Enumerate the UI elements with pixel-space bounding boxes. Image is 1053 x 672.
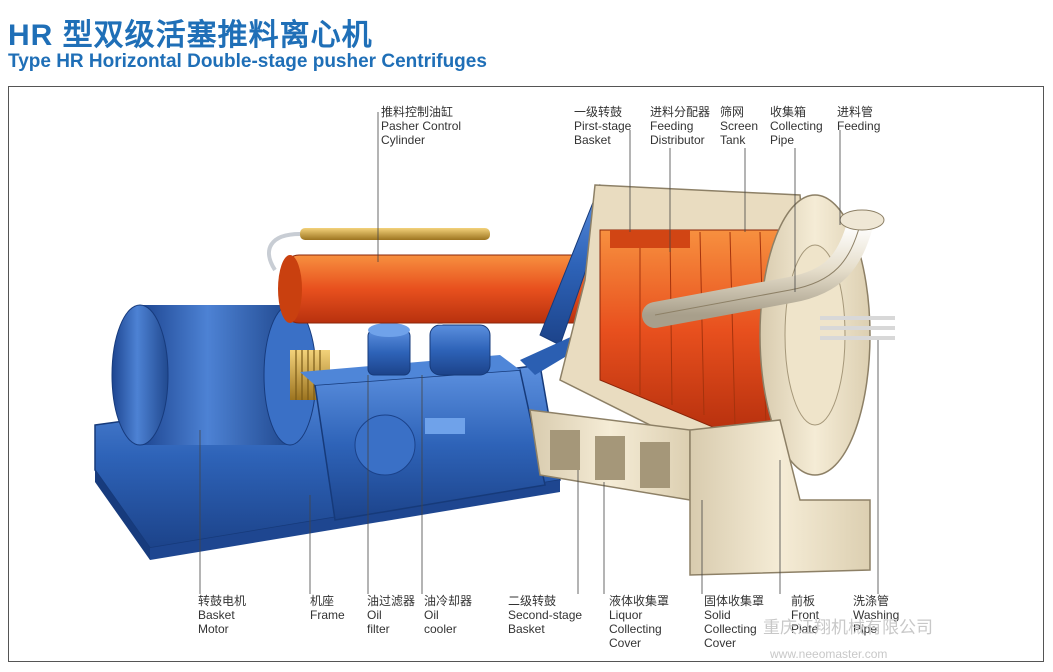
label-feeding-distributor: 进料分配器 Feeding Distributor — [650, 105, 711, 147]
washing-pipe — [820, 316, 895, 340]
watermark-company: 重庆江翔机械有限公司 — [763, 618, 933, 637]
label-screen-tank: 筛网 Screen Tank — [720, 105, 759, 147]
pusher-control-cylinder — [267, 228, 626, 324]
label-first-stage-basket: 一级转鼓 Pirst-stage Basket — [574, 105, 632, 147]
basket-motor — [111, 304, 330, 446]
label-oil-cooler: 油冷却器 Oil cooler — [424, 594, 473, 636]
label-solid-collecting-cover: 固体收集罩 Solid Collecting Cover — [704, 594, 765, 650]
label-pusher-control-cylinder: 推料控制油缸 Pasher Control Cylinder — [381, 105, 462, 147]
feeding-pipe — [642, 209, 885, 328]
oil-filter-cooler — [367, 303, 491, 376]
watermark-url: www.neeomaster.com — [770, 647, 888, 661]
label-second-stage-basket: 二级转鼓 Second-stage Basket — [508, 594, 583, 636]
label-collecting-pipe: 收集箱 Collecting Pipe — [770, 105, 823, 147]
label-feeding-pipe: 进料管 Feeding — [837, 105, 881, 133]
label-liquor-collecting-cover: 液体收集罩 Liquor Collecting Cover — [609, 594, 670, 650]
leader-lines — [199, 112, 879, 594]
basket-rotor — [559, 184, 821, 461]
title-chinese: HR 型双级活塞推料离心机 — [8, 19, 373, 52]
title-english: Type HR Horizontal Double-stage pusher C… — [8, 51, 487, 72]
liquor-collecting-cover — [529, 409, 691, 501]
label-oil-filter: 油过滤器 Oil filter — [367, 594, 416, 636]
label-basket-motor: 转鼓电机 Basket Motor — [198, 594, 247, 636]
label-frame: 机座 Frame — [310, 594, 345, 622]
label-front-plate: 前板 Front Plate — [791, 594, 820, 636]
label-washing-pipe: 洗涤管 Washing Pipe — [853, 594, 900, 636]
